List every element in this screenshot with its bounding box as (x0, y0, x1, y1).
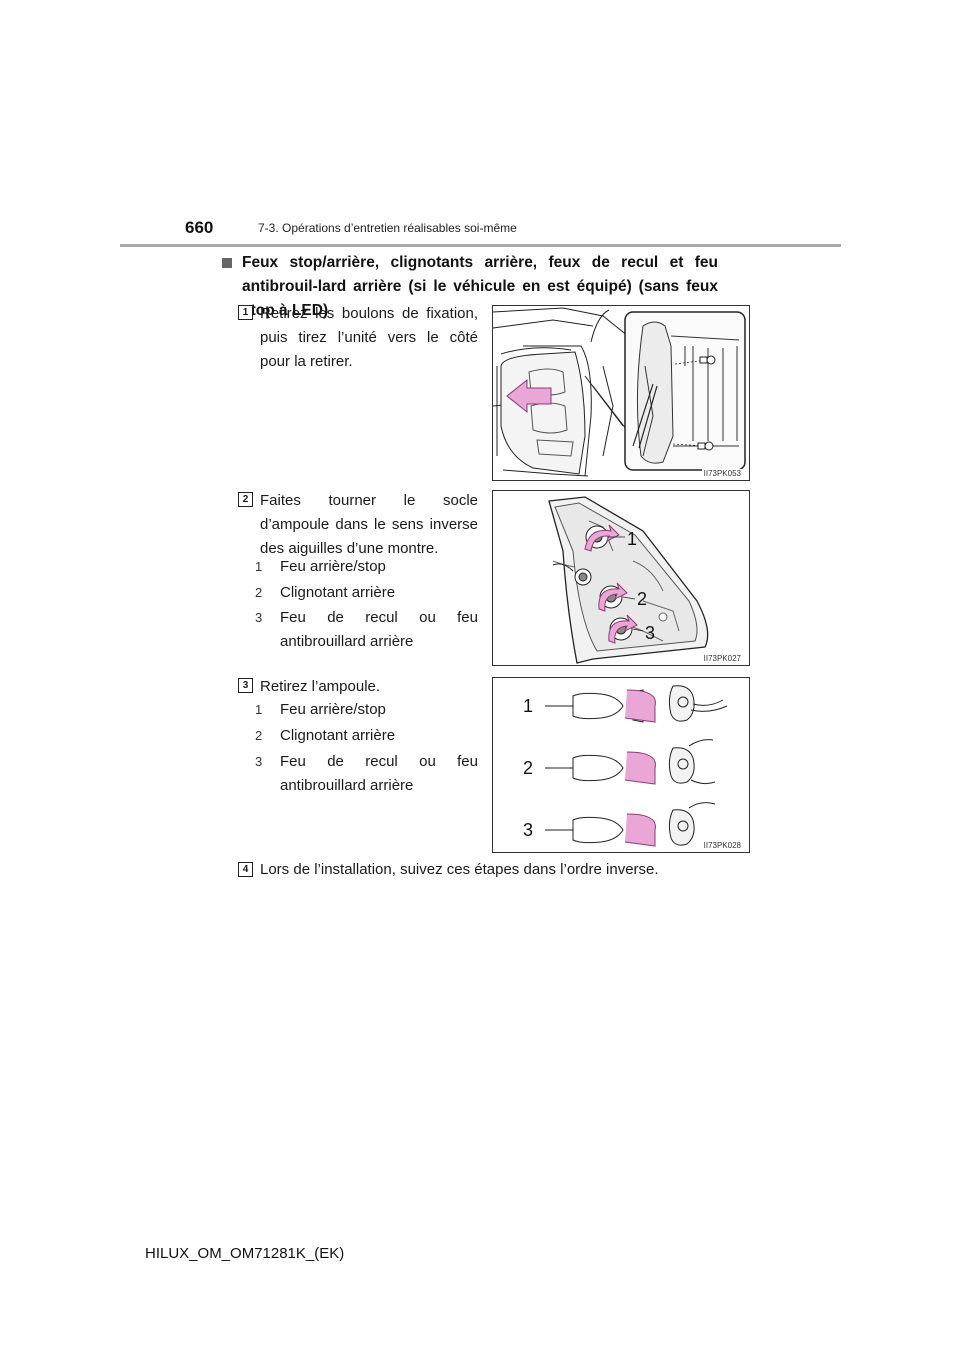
step-4-badge: 4 (238, 862, 253, 877)
figure-code: II73PK027 (701, 654, 743, 663)
step-3-item-2-number: 2 (255, 728, 263, 743)
rotate-arrow-1-icon (584, 524, 620, 552)
figure-remove-lamp-unit: II73PK053 (492, 305, 750, 481)
bulb-callout-3: 3 (523, 820, 533, 840)
document-footer-code: HILUX_OM_OM71281K_(EK) (145, 1245, 345, 1262)
step-3-item-1-number: 1 (255, 702, 263, 717)
bulb-row-1 (545, 685, 728, 723)
step-2-item-2-number: 2 (255, 585, 263, 600)
bulb-row-2 (545, 739, 716, 785)
figure-rotate-socket: 1 2 3 II73PK027 (492, 490, 750, 666)
bulb-callout-1: 1 (523, 696, 533, 716)
socket-callout-1: 1 (627, 529, 637, 549)
socket-callout-2: 2 (637, 589, 647, 609)
figure-remove-bulb: 1 2 3 II73PK028 (492, 677, 750, 853)
rotate-arrow-2-icon (598, 582, 628, 612)
step-2-item-1-label: Feu arrière/stop (280, 558, 386, 575)
procedure-heading: Feux stop/arrière, clignotants arrière, … (242, 254, 718, 319)
step-2-item-2-label: Clignotant arrière (280, 584, 396, 601)
step-2-item-3-number: 3 (255, 610, 263, 625)
lamp-unit-illustration (493, 307, 746, 477)
step-3-text: Retirez l’ampoule. (260, 678, 381, 695)
header-rule (120, 244, 841, 247)
step-2-badge: 2 (238, 492, 253, 507)
step-1-badge: 1 (238, 305, 253, 320)
step-2-text: Faites tourner le socle d’ampoule dans l… (260, 492, 478, 557)
bulb-row-3 (545, 802, 716, 847)
lamp-back-illustration: 1 2 3 (548, 496, 709, 664)
step-4-text: Lors de l’installation, suivez ces étape… (260, 861, 659, 878)
page-number: 660 (185, 218, 214, 237)
section-title: 7-3. Opérations d’entretien réalisables … (258, 221, 517, 235)
step-3-item-3-number: 3 (255, 754, 263, 769)
socket-callout-3: 3 (645, 623, 655, 643)
pull-arrow-icon (506, 378, 552, 414)
heading-bullet-icon (222, 258, 232, 268)
step-3-item-3-label: Feu de recul ou feu antibrouillard arriè… (280, 753, 478, 794)
rotate-arrow-3-icon (608, 614, 638, 644)
bulb-callout-2: 2 (523, 758, 533, 778)
figure-code: II73PK053 (701, 469, 743, 478)
step-3-item-1-label: Feu arrière/stop (280, 701, 386, 718)
step-3-badge: 3 (238, 678, 253, 693)
step-1-text: Retirez les boulons de fixation, puis ti… (260, 305, 478, 370)
step-2-item-3-label: Feu de recul ou feu antibrouillard arriè… (280, 609, 478, 650)
bulb-removal-illustration: 1 2 3 (523, 685, 728, 847)
figure-code: II73PK028 (701, 841, 743, 850)
step-2-item-1-number: 1 (255, 559, 263, 574)
step-3-item-2-label: Clignotant arrière (280, 727, 396, 744)
